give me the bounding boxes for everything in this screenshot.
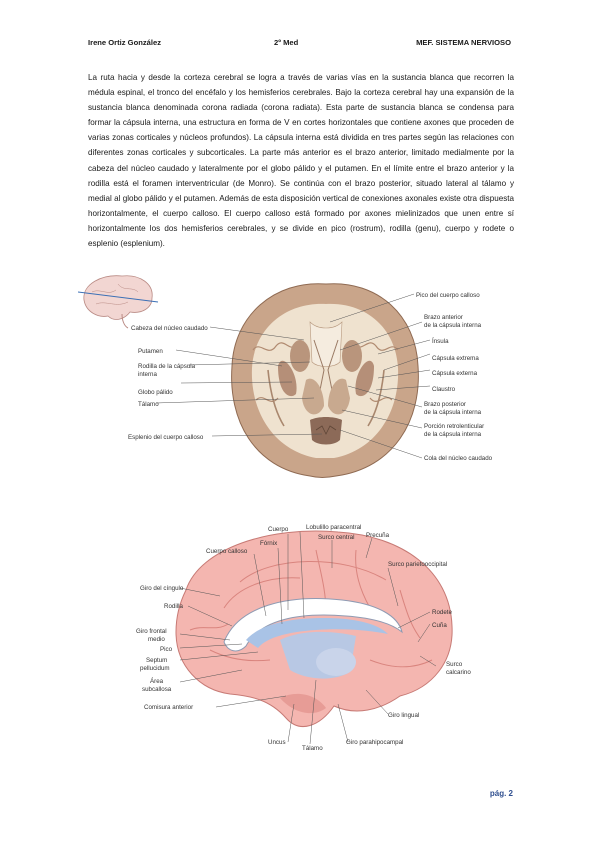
label-insula: Ínsula — [432, 338, 449, 345]
label-cola-nucleo-caudado: Cola del núcleo caudado — [424, 455, 493, 462]
label-brazo-anterior-2: de la cápsula interna — [424, 322, 482, 329]
label-cabeza-nucleo-caudado: Cabeza del núcleo caudado — [131, 325, 208, 332]
label-septum-1: Septum — [146, 657, 167, 664]
label-brazo-posterior-1: Brazo posterior — [424, 401, 466, 408]
medial-brain-illustration — [175, 530, 453, 727]
label-capsula-extrema: Cápsula extrema — [432, 355, 479, 362]
subject-title: MEF. SISTEMA NERVIOSO — [416, 38, 511, 47]
label-brazo-posterior-2: de la cápsula interna — [424, 409, 482, 416]
label-pico-cuerpo-calloso: Pico del cuerpo calloso — [416, 292, 480, 299]
label-giro-parahipocampal: Giro parahipocampal — [346, 739, 403, 746]
label-esplenio-cuerpo-calloso: Esplenio del cuerpo calloso — [128, 434, 204, 441]
label-surco-parietooccipital: Surco parietooccipital — [388, 561, 447, 568]
label-rodete: Rodete — [432, 609, 453, 616]
author-name: Irene Ortiz González — [88, 38, 162, 47]
label-cuerpo: Cuerpo — [268, 526, 289, 533]
label-area-subcallosa-2: subcallosa — [142, 686, 172, 693]
label-giro-frontal-2: medio — [148, 636, 165, 643]
label-talamo: Tálamo — [138, 401, 159, 408]
figure-horizontal-section: Cabeza del núcleo caudado Putamen Rodill… — [78, 270, 518, 485]
label-capsula-externa: Cápsula externa — [432, 370, 478, 377]
label-uncus: Uncus — [268, 739, 286, 746]
label-pico: Pico — [160, 646, 173, 653]
label-comisura-anterior: Comisura anterior — [144, 704, 193, 711]
label-giro-lingual: Giro lingual — [388, 712, 419, 719]
label-retrolenticular-2: de la cápsula interna — [424, 431, 482, 438]
course-label: 2º Med — [274, 38, 299, 47]
label-giro-cingulo: Giro del cíngulo — [140, 585, 184, 592]
label-brazo-anterior-1: Brazo anterior — [424, 314, 463, 321]
label-area-subcallosa-1: Área — [150, 678, 164, 685]
page-number: pág. 2 — [489, 789, 513, 798]
label-lobulillo-paracentral: Lobulillo paracentral — [306, 524, 361, 531]
label-fornix: Fórnix — [260, 540, 278, 547]
label-septum-2: pellucidum — [140, 665, 170, 672]
label-cuerpo-calloso: Cuerpo calloso — [206, 548, 248, 555]
label-putamen: Putamen — [138, 348, 163, 355]
label-rodilla: Rodilla — [164, 603, 183, 610]
label-surco-calcarino-2: calcarino — [446, 669, 471, 676]
label-giro-frontal-1: Giro frontal — [136, 628, 167, 635]
label-retrolenticular-1: Porción retrolenticular — [424, 423, 484, 430]
label-surco-central: Surco central — [318, 534, 354, 541]
body-paragraph: La ruta hacia y desde la corteza cerebra… — [88, 73, 514, 249]
orientation-brain-icon — [78, 275, 159, 329]
label-precuna: Precuña — [366, 532, 390, 539]
horizontal-brain-section — [231, 283, 419, 478]
label-talamo-medial: Tálamo — [302, 745, 323, 752]
label-cuna: Cuña — [432, 622, 447, 629]
label-rodilla-capsula-1: Rodilla de la cápsula — [138, 363, 196, 370]
figure-medial-view: Cuerpo Lobulillo paracentral Fórnix Surc… — [120, 520, 490, 760]
label-surco-calcarino-1: Surco — [446, 661, 463, 668]
label-globo-palido: Globo pálido — [138, 389, 173, 396]
label-rodilla-capsula-2: interna — [138, 371, 157, 378]
page-header: Irene Ortiz González 2º Med MEF. SISTEMA… — [88, 38, 511, 52]
label-claustro: Claustro — [432, 386, 456, 393]
